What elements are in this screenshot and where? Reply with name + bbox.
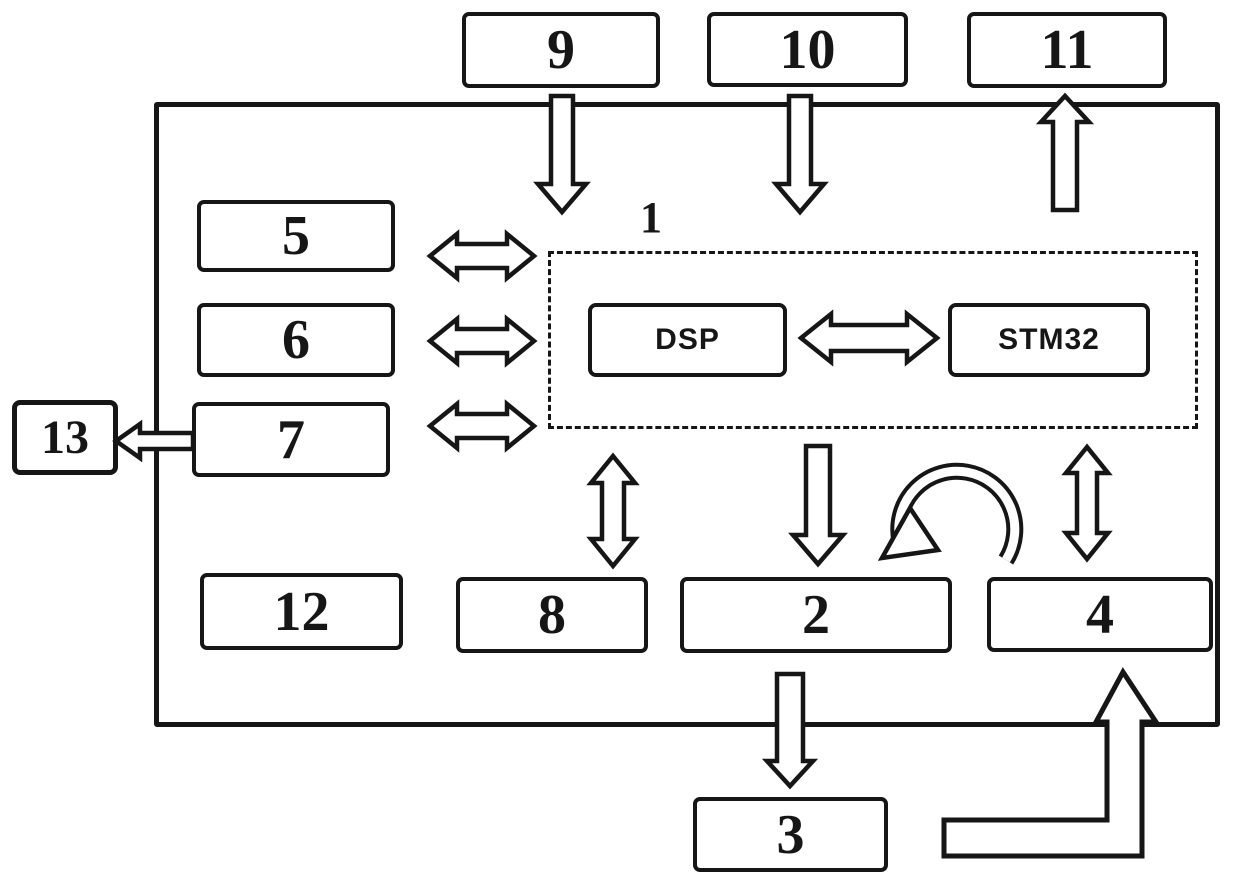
box-12: 12 <box>200 573 403 650</box>
stm32-label: STM32 <box>998 323 1100 356</box>
box-5-label: 5 <box>282 205 310 267</box>
box-13-label: 13 <box>41 410 89 464</box>
box-4-label: 4 <box>1086 583 1114 646</box>
box-10-label: 10 <box>779 18 836 81</box>
box-8-label: 8 <box>538 584 566 646</box>
box-7-label: 7 <box>277 408 305 471</box>
box-12-label: 12 <box>273 580 330 643</box>
box-stm32: STM32 <box>948 303 1150 377</box>
module-1-label: 1 <box>640 193 662 242</box>
box-7: 7 <box>192 402 390 477</box>
box-9-label: 9 <box>547 19 575 81</box>
box-6-label: 6 <box>282 309 310 371</box>
box-3: 3 <box>693 797 888 872</box>
box-2: 2 <box>680 577 952 653</box>
box-3-label: 3 <box>776 803 805 866</box>
dsp-label: DSP <box>655 323 720 356</box>
box-dsp: DSP <box>588 303 787 377</box>
box-8: 8 <box>456 577 648 653</box>
box-9: 9 <box>462 12 660 88</box>
box-2-label: 2 <box>802 584 830 646</box>
box-11-label: 11 <box>1040 19 1094 81</box>
box-4: 4 <box>987 577 1213 652</box>
box-11: 11 <box>967 12 1167 88</box>
box-6: 6 <box>197 303 395 377</box>
box-10: 10 <box>707 12 908 87</box>
box-5: 5 <box>197 200 395 272</box>
box-13: 13 <box>12 400 118 475</box>
